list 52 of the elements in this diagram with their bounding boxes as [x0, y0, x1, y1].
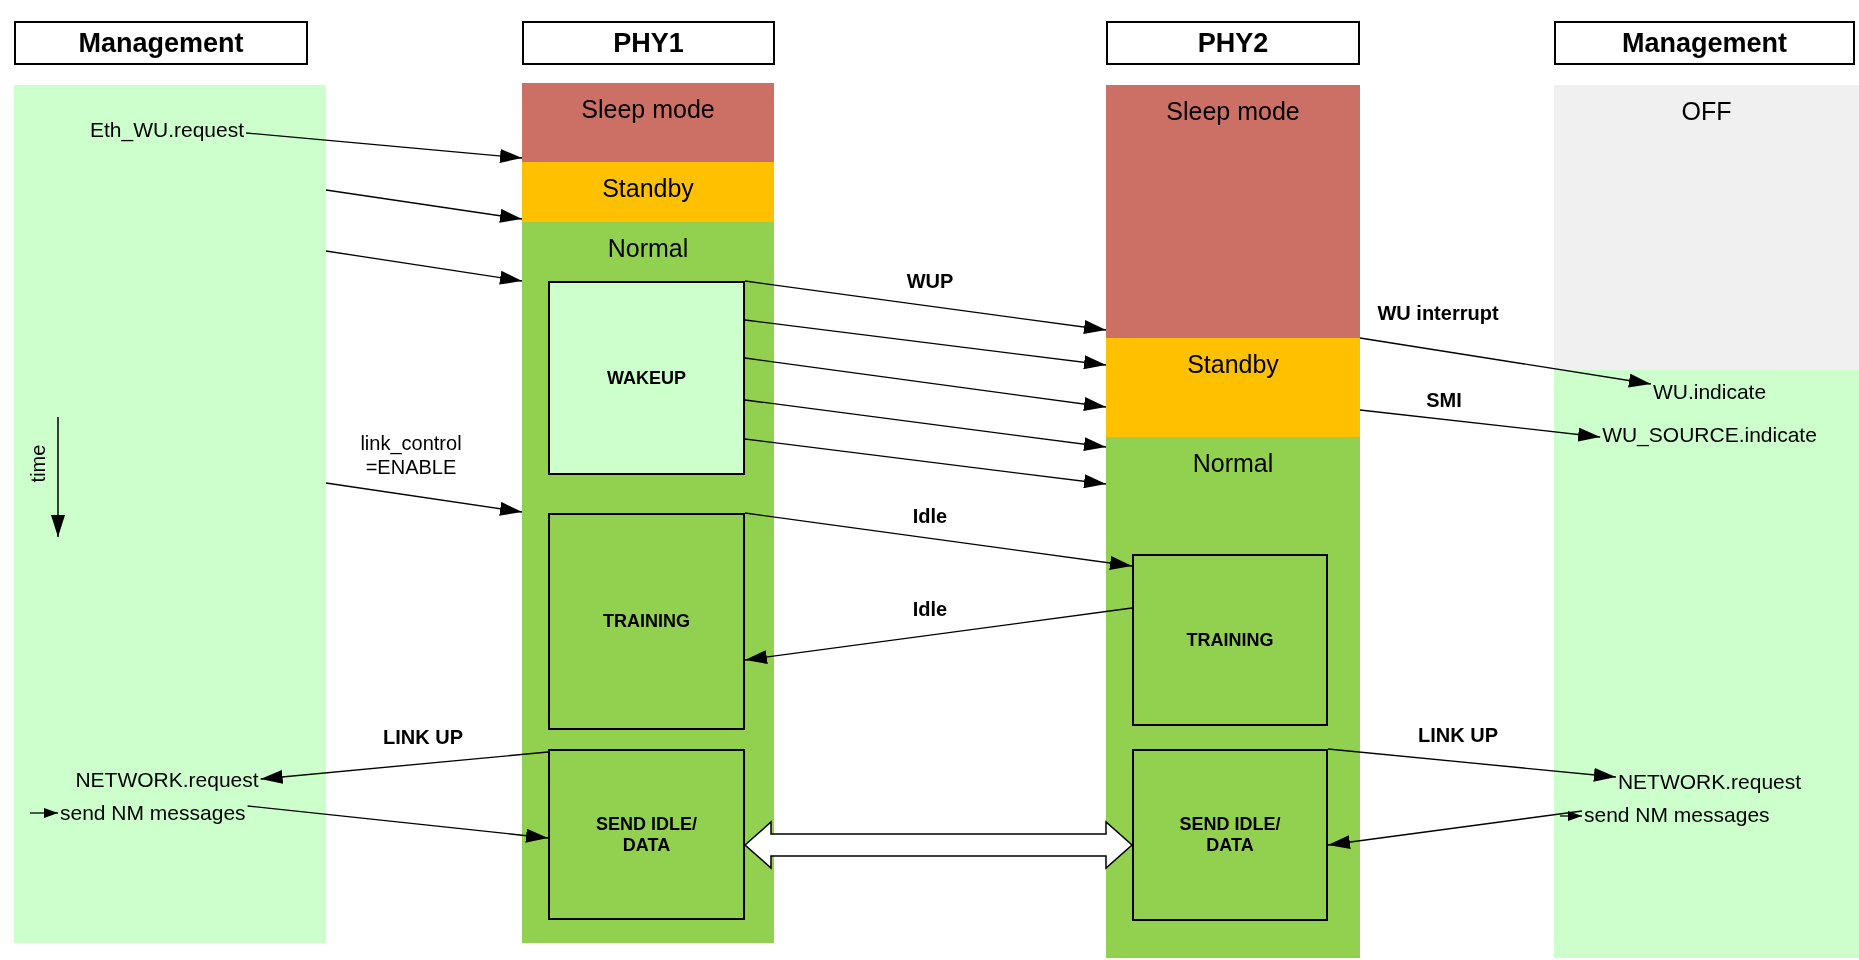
state-band: [1554, 85, 1859, 370]
state-label: OFF: [1681, 97, 1732, 126]
state-band: [1106, 338, 1360, 437]
double-arrow: [743, 820, 1134, 870]
arrow: [744, 512, 1133, 571]
lane-background: [14, 85, 326, 943]
arrow: [744, 319, 1107, 370]
primitive-label: send NM messages: [1582, 800, 1772, 830]
arrow: [1359, 409, 1601, 442]
state-band: [1106, 437, 1360, 958]
arrow: [1327, 748, 1617, 783]
state-label: Sleep mode: [581, 95, 715, 124]
column-header: Management: [1554, 21, 1855, 65]
state-box: WAKEUP: [548, 281, 745, 475]
state-band: [1106, 85, 1360, 338]
state-box: SEND IDLE/ DATA: [1132, 749, 1328, 921]
arrow: [246, 805, 549, 844]
state-band: [522, 162, 774, 222]
axis-label: time: [27, 444, 51, 483]
arrow: [744, 399, 1107, 452]
state-box: TRAINING: [1132, 554, 1328, 726]
column-header: Management: [14, 21, 308, 65]
state-label: Normal: [1192, 449, 1274, 478]
primitive-label: NETWORK.request: [1615, 767, 1804, 797]
arrow: [245, 132, 523, 164]
arrow: [325, 250, 523, 286]
column-header: PHY1: [522, 21, 775, 65]
primitive-label: Eth_WU.request: [87, 115, 247, 145]
state-label: Standby: [1187, 350, 1279, 379]
primitive-label: NETWORK.request: [73, 765, 261, 795]
arrow: [1359, 337, 1652, 389]
arrow: [259, 751, 549, 785]
primitive-label: WU_SOURCE.indicate: [1600, 420, 1819, 450]
arrow: [325, 482, 523, 517]
column-header: PHY2: [1106, 21, 1360, 65]
arrow: [744, 438, 1107, 489]
state-label: Sleep mode: [1166, 97, 1300, 126]
arrow: [325, 189, 523, 224]
arrow: [29, 808, 59, 818]
state-band: [522, 222, 774, 943]
primitive-label: WU.indicate: [1650, 376, 1769, 408]
state-box: SEND IDLE/ DATA: [548, 749, 745, 920]
state-label: Standby: [602, 174, 694, 203]
arrow: [1559, 811, 1583, 821]
arrow: [744, 607, 1133, 665]
primitive-label: send NM messages: [58, 798, 248, 828]
state-box: TRAINING: [548, 513, 745, 730]
arrow: [744, 280, 1107, 335]
arrow: [744, 357, 1107, 412]
state-band: [522, 83, 774, 162]
state-label: Normal: [607, 234, 689, 263]
arrow: [1327, 810, 1583, 850]
